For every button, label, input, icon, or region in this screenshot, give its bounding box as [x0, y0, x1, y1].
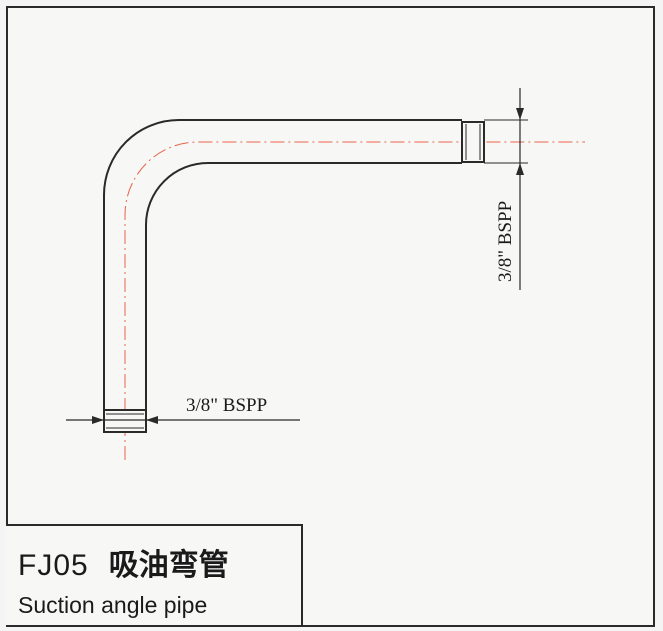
part-name-english: Suction angle pipe	[18, 592, 208, 618]
part-name-chinese: 吸油弯管	[108, 548, 229, 583]
title-block: FJ05 吸油弯管 Suction angle pipe	[6, 524, 303, 625]
right-dimension: 3/8" BSPP	[484, 88, 528, 290]
pipe-inner-wall	[145, 162, 462, 410]
right-thread-fitting	[461, 121, 485, 163]
bottom-thread-fitting	[103, 409, 147, 433]
drawing-frame	[6, 6, 655, 627]
part-code: FJ05	[18, 549, 89, 582]
right-thread-label: 3/8" BSPP	[495, 201, 516, 282]
pipe-outer-wall	[103, 119, 462, 410]
title-line: FJ05 吸油弯管	[18, 540, 229, 584]
bottom-dimension: 3/8" BSPP	[66, 395, 300, 424]
pipe-centerline	[124, 141, 585, 460]
bottom-thread-label: 3/8" BSPP	[186, 395, 267, 416]
